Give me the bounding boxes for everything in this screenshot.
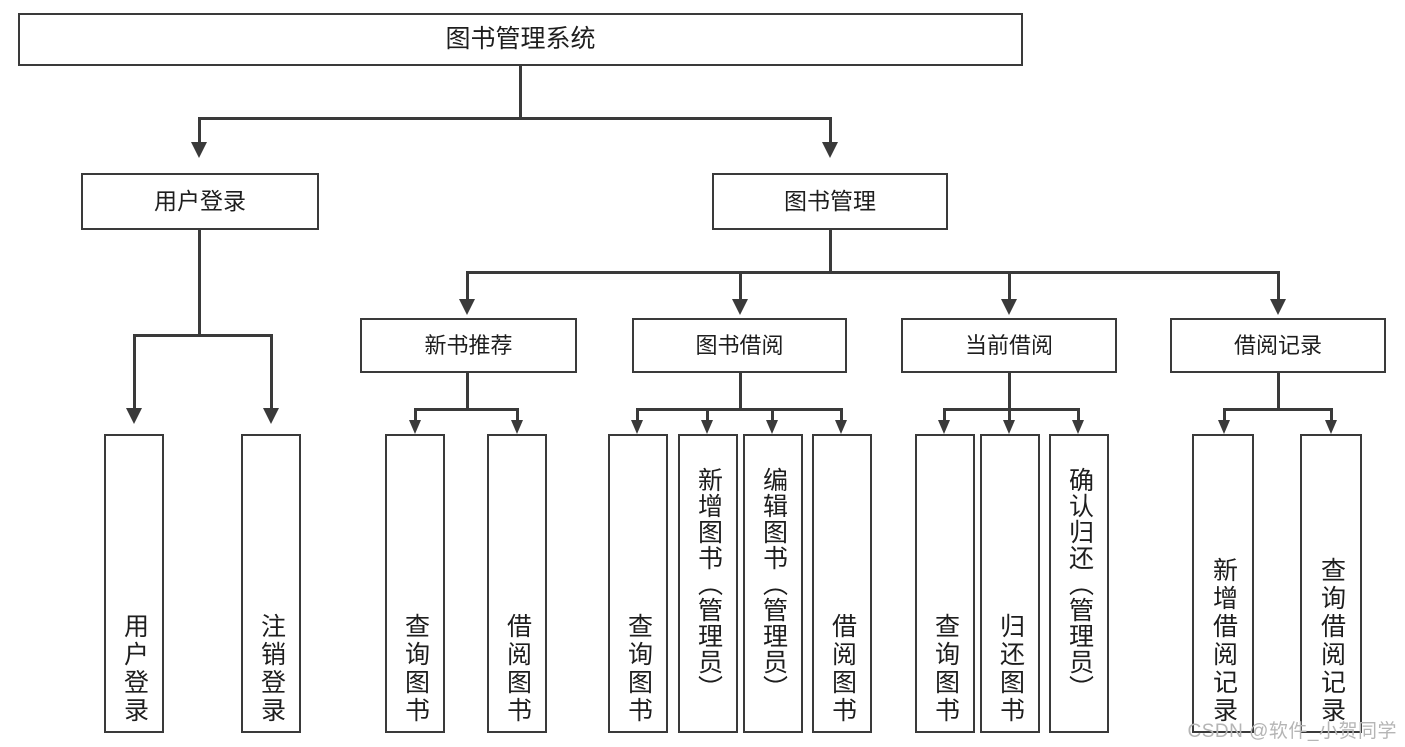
leaf-book-borrow-add-book-admin[interactable]: 新增图书（管理员） xyxy=(678,434,738,733)
leaf-label: 用户登录 xyxy=(120,613,149,725)
arrowhead-book-borrow-leaf-3 xyxy=(766,420,778,434)
leaf-book-borrow-query-book[interactable]: 查询图书 xyxy=(608,434,668,733)
leaf-current-borrow-return-book[interactable]: 归还图书 xyxy=(980,434,1040,733)
node-current-borrow[interactable]: 当前借阅 xyxy=(901,318,1117,373)
leaf-label: 查询图书 xyxy=(624,613,653,725)
connector-book-borrow-leaf-3 xyxy=(771,408,774,422)
connector-book-borrow-stem xyxy=(739,373,742,408)
node-user-login[interactable]: 用户登录 xyxy=(81,173,319,230)
connector-user-login-stem xyxy=(198,230,201,334)
arrowhead-borrow-record-leaf-1 xyxy=(1218,420,1230,434)
leaf-book-borrow-borrow-book[interactable]: 借阅图书 xyxy=(812,434,872,733)
connector-current-borrow-leaf-1 xyxy=(943,408,946,422)
leaf-label: 查询图书 xyxy=(931,613,960,725)
connector-bm-to-current-borrow xyxy=(1008,271,1011,301)
arrowhead-bm-book-borrow xyxy=(732,299,748,315)
connector-new-book-leaf-2 xyxy=(516,408,519,422)
connector-user-login-to-leaf-2 xyxy=(270,334,273,410)
arrowhead-bm-new-book xyxy=(459,299,475,315)
leaf-label: 注销登录 xyxy=(257,613,286,725)
node-root-book-management-system[interactable]: 图书管理系统 xyxy=(18,13,1023,66)
connector-bm-to-new-book xyxy=(466,271,469,301)
connector-root-to-book-management xyxy=(829,117,832,144)
connector-root-stem xyxy=(519,66,522,117)
arrowhead-current-borrow-leaf-1 xyxy=(938,420,950,434)
connector-book-borrow-leaf-1 xyxy=(636,408,639,422)
connector-root-bar xyxy=(198,117,832,120)
node-label: 用户登录 xyxy=(154,188,246,215)
leaf-label: 新增借阅记录 xyxy=(1209,557,1238,725)
leaf-book-borrow-edit-book-admin[interactable]: 编辑图书（管理员） xyxy=(743,434,803,733)
connector-borrow-record-leaf-1 xyxy=(1223,408,1226,422)
connector-book-borrow-leaf-4 xyxy=(840,408,843,422)
node-label: 图书管理 xyxy=(784,188,876,215)
leaf-label: 借阅图书 xyxy=(828,613,857,725)
leaf-label: 查询图书 xyxy=(401,613,430,725)
node-new-book-recommend[interactable]: 新书推荐 xyxy=(360,318,577,373)
connector-borrow-record-leaf-2 xyxy=(1330,408,1333,422)
arrowhead-book-borrow-leaf-2 xyxy=(701,420,713,434)
connector-current-borrow-bar xyxy=(943,408,1080,411)
node-label: 当前借阅 xyxy=(964,332,1053,358)
node-label: 图书借阅 xyxy=(695,332,784,358)
connector-new-book-stem xyxy=(466,373,469,408)
connector-borrow-record-stem xyxy=(1277,373,1280,408)
node-book-borrow[interactable]: 图书借阅 xyxy=(632,318,847,373)
node-book-management[interactable]: 图书管理 xyxy=(712,173,948,230)
arrowhead-new-book-leaf-1 xyxy=(409,420,421,434)
connector-current-borrow-leaf-3 xyxy=(1077,408,1080,422)
connector-current-borrow-leaf-2 xyxy=(1008,408,1011,422)
node-label: 图书管理系统 xyxy=(445,25,596,54)
leaf-label: 编辑图书（管理员） xyxy=(759,466,788,701)
node-label: 借阅记录 xyxy=(1233,332,1322,358)
arrowhead-bm-borrow-record xyxy=(1270,299,1286,315)
arrowhead-current-borrow-leaf-2 xyxy=(1003,420,1015,434)
connector-borrow-record-bar xyxy=(1223,408,1333,411)
arrowhead-borrow-record-leaf-2 xyxy=(1325,420,1337,434)
leaf-current-borrow-confirm-return-admin[interactable]: 确认归还（管理员） xyxy=(1049,434,1109,733)
arrowhead-current-borrow-leaf-3 xyxy=(1072,420,1084,434)
arrowhead-book-borrow-leaf-1 xyxy=(631,420,643,434)
leaf-label: 查询借阅记录 xyxy=(1317,557,1346,725)
leaf-current-borrow-query-book[interactable]: 查询图书 xyxy=(915,434,975,733)
leaf-label: 新增图书（管理员） xyxy=(694,466,723,701)
connector-user-login-bar xyxy=(133,334,273,337)
arrowhead-bm-current-borrow xyxy=(1001,299,1017,315)
connector-new-book-leaf-1 xyxy=(414,408,417,422)
connector-book-management-bar xyxy=(466,271,1280,274)
node-borrow-record[interactable]: 借阅记录 xyxy=(1170,318,1386,373)
arrowhead-book-borrow-leaf-4 xyxy=(835,420,847,434)
connector-root-to-user-login xyxy=(198,117,201,144)
leaf-new-book-borrow-book[interactable]: 借阅图书 xyxy=(487,434,547,733)
arrowhead-new-book-leaf-2 xyxy=(511,420,523,434)
connector-new-book-bar xyxy=(414,408,519,411)
leaf-label: 确认归还（管理员） xyxy=(1065,466,1094,701)
connector-book-management-stem xyxy=(829,230,832,271)
leaf-user-login-login[interactable]: 用户登录 xyxy=(104,434,164,733)
leaf-label: 借阅图书 xyxy=(503,613,532,725)
arrowhead-user-login-leaf-2 xyxy=(263,408,279,424)
connector-user-login-to-leaf-1 xyxy=(133,334,136,410)
leaf-borrow-record-add-record[interactable]: 新增借阅记录 xyxy=(1192,434,1254,733)
arrowhead-root-to-book-management xyxy=(822,142,838,158)
connector-book-borrow-bar xyxy=(636,408,843,411)
leaf-user-login-logout[interactable]: 注销登录 xyxy=(241,434,301,733)
connector-bm-to-book-borrow xyxy=(739,271,742,301)
node-label: 新书推荐 xyxy=(424,332,513,358)
arrowhead-root-to-user-login xyxy=(191,142,207,158)
connector-bm-to-borrow-record xyxy=(1277,271,1280,301)
leaf-label: 归还图书 xyxy=(996,613,1025,725)
leaf-new-book-query-book[interactable]: 查询图书 xyxy=(385,434,445,733)
leaf-borrow-record-query-record[interactable]: 查询借阅记录 xyxy=(1300,434,1362,733)
connector-current-borrow-stem xyxy=(1008,373,1011,408)
arrowhead-user-login-leaf-1 xyxy=(126,408,142,424)
connector-book-borrow-leaf-2 xyxy=(706,408,709,422)
